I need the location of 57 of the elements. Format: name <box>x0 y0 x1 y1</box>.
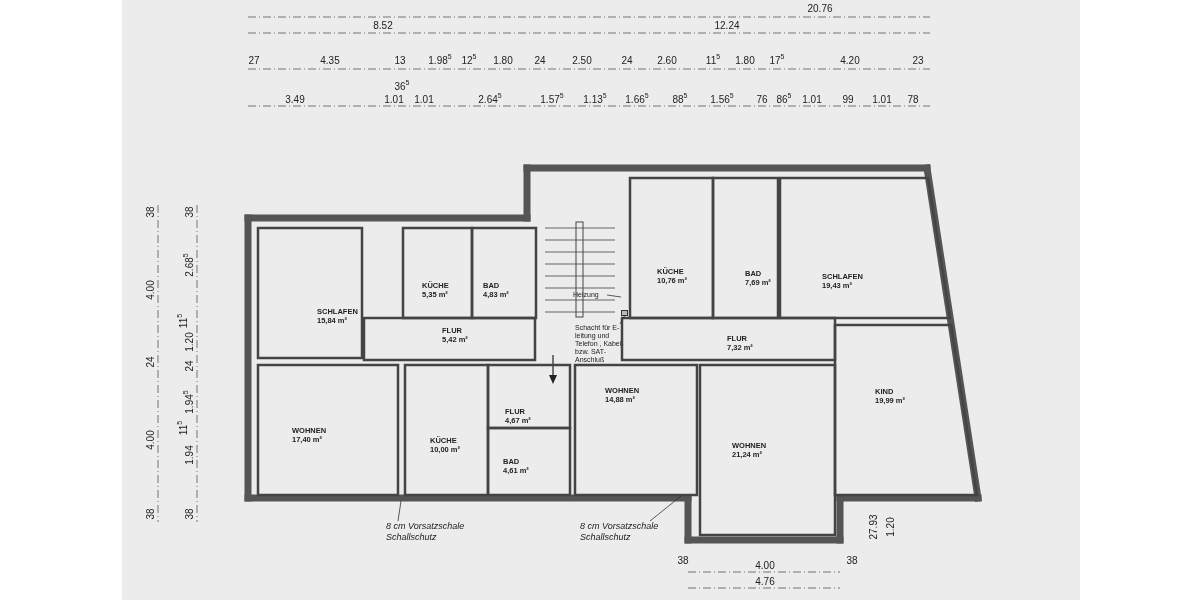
shaft-box <box>621 310 628 316</box>
dimension-text: 38 <box>183 206 195 218</box>
leader-line <box>649 494 683 522</box>
leader-line <box>606 294 622 298</box>
dimension-text: 20.76 <box>807 2 833 14</box>
dimension-text: 2.60 <box>657 54 677 66</box>
dimension-text: 3.49 <box>285 93 305 105</box>
dimension-text: 8.52 <box>373 19 393 31</box>
dimension-text: 1.01 <box>384 93 404 105</box>
dimension-text: 4.00 <box>144 430 156 450</box>
dimension-text: 1.20 <box>884 517 896 537</box>
dimension-text: 38 <box>183 508 195 520</box>
dimension-text: 11$^{5}$ <box>705 54 721 66</box>
dimension-text: 27 <box>248 54 260 66</box>
dimension-text: 38 <box>144 508 156 520</box>
dimension-text: 38 <box>677 554 689 566</box>
dimension-text: 1.01 <box>802 93 822 105</box>
dimension-text: 24 <box>183 360 195 372</box>
dimension-text: 1.66$^{5}$ <box>625 93 649 105</box>
dimension-text: 78 <box>907 93 919 105</box>
dimension-text: 1.56$^{5}$ <box>710 93 734 105</box>
note-text: 8 cm Vorsatzschale Schallschutz <box>386 521 486 543</box>
dimension-text: 76 <box>756 93 768 105</box>
dimension-text: 1.94 <box>183 445 195 465</box>
dimension-text: 4.76 <box>755 575 775 587</box>
dimension-text: 38 <box>846 554 858 566</box>
dimension-text: 12$^{5}$ <box>461 54 477 66</box>
dimension-text: 1.13$^{5}$ <box>583 93 607 105</box>
dimension-text: 4.35 <box>320 54 340 66</box>
dimension-text: 1.01 <box>414 93 434 105</box>
dimension-text: 24 <box>534 54 546 66</box>
dimension-text: 23 <box>912 54 924 66</box>
dimension-text: 4.20 <box>840 54 860 66</box>
dimension-text: 24 <box>144 356 156 368</box>
dimension-text: 24 <box>621 54 633 66</box>
dimension-text: 13 <box>394 54 406 66</box>
dimension-text: 1.80 <box>493 54 513 66</box>
dimension-text: 2.64$^{5}$ <box>478 93 502 105</box>
dimension-text: 1.80 <box>735 54 755 66</box>
dimension-text: 1.57$^{5}$ <box>540 93 564 105</box>
dimension-text: 99 <box>842 93 854 105</box>
note-text: 8 cm Vorsatzschale Schallschutz <box>580 521 680 543</box>
dimension-text: 38 <box>144 206 156 218</box>
dimension-text: 88$^{5}$ <box>672 93 688 105</box>
leader-line <box>619 315 625 325</box>
dimension-text: 27.93 <box>867 514 879 540</box>
dimension-text: 17$^{5}$ <box>769 54 785 66</box>
dimension-text: 1.98$^{5}$ <box>428 54 452 66</box>
dimension-text: 1.01 <box>872 93 892 105</box>
dimension-text: 1.20 <box>183 332 195 352</box>
dimension-text: 2.50 <box>572 54 592 66</box>
dimension-text: 86$^{5}$ <box>776 93 792 105</box>
dimension-text: 36$^{5}$ <box>394 80 410 92</box>
dimension-text: 12.24 <box>714 19 740 31</box>
leader-line <box>397 500 402 522</box>
dimension-text: 4.00 <box>755 559 775 571</box>
dimension-text: 4.00 <box>144 280 156 300</box>
